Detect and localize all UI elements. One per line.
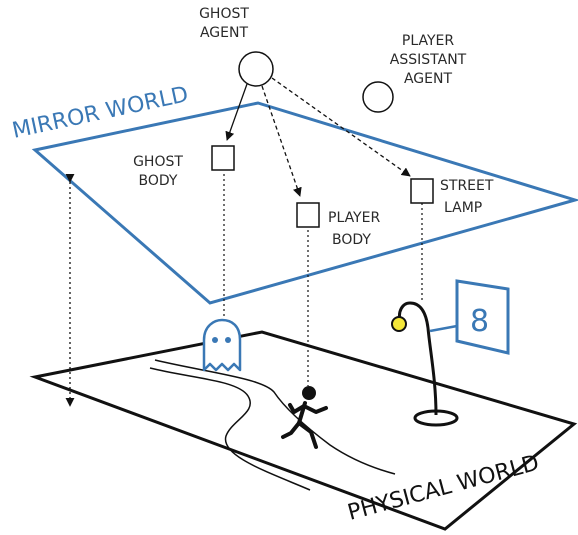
physical-world-plane — [29, 330, 578, 531]
player-body-label-line1: PLAYER — [328, 210, 380, 226]
lamp-light — [391, 316, 407, 332]
ghost-body-node — [211, 145, 235, 171]
street-lamp-label-line1: STREET — [440, 178, 494, 194]
assistant-agent-label-line2: ASSISTANT — [390, 52, 467, 68]
mirror-world-plane — [31, 101, 578, 305]
assistant-agent-label-line3: AGENT — [404, 71, 452, 87]
runner-icon — [281, 386, 328, 449]
street-lamp-node — [410, 178, 434, 204]
player-body-label-line2: BODY — [332, 232, 371, 248]
ghost-agent-to-ghost-body-arrow — [225, 83, 248, 141]
ghost-body-label-line2: BODY — [139, 173, 178, 189]
score-value: 8 — [470, 304, 489, 339]
player-body-node — [296, 202, 320, 228]
ghost-icon — [202, 318, 242, 372]
ground-path-inner — [149, 367, 311, 491]
physical-world-label: PHYSICAL WORLD — [345, 451, 542, 526]
mirror-world-label: MIRROR WORLD — [10, 82, 190, 144]
ghost-agent-node — [238, 51, 274, 87]
score-sign-icon: 8 — [429, 279, 510, 355]
ghost-agent-label-line1: GHOST — [199, 6, 249, 22]
street-lamp-icon — [391, 301, 459, 427]
ghost-body-label-line1: GHOST — [133, 154, 183, 170]
ghost-agent-to-street-lamp-arrow — [271, 77, 411, 177]
player-assistant-agent-node — [362, 81, 394, 113]
ground-path-outer — [154, 359, 396, 475]
ghost-agent-label-line2: AGENT — [200, 25, 248, 41]
street-lamp-label-line2: LAMP — [444, 200, 482, 216]
ghost-agent-to-player-body-arrow — [261, 85, 302, 197]
assistant-agent-label-line1: PLAYER — [402, 33, 454, 49]
